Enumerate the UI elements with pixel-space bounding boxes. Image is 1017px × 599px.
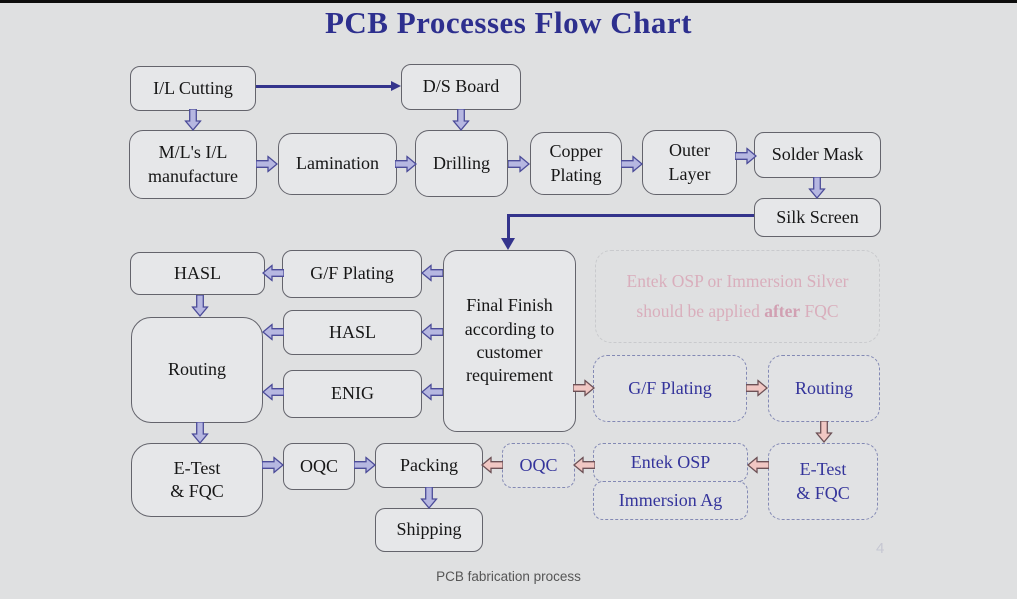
arrow-oqc-to-packing-icon	[354, 456, 376, 474]
arrow-ilcutting-to-ml-icon	[184, 109, 202, 131]
arrow-gfplating-to-hasl-icon	[262, 264, 284, 282]
connector-il-to-ds	[256, 85, 393, 88]
arrowhead-down-icon	[501, 238, 515, 250]
connector-silk-to-final-drop	[507, 214, 510, 238]
arrow-etestdashed-to-entek-icon	[747, 456, 769, 474]
node-final-finish: Final Finish according to customer requi…	[443, 250, 576, 432]
arrow-hasl-to-routing-icon	[191, 295, 209, 317]
node-entek-osp-dashed: Entek OSP	[593, 443, 748, 482]
node-routing-dashed: Routing	[768, 355, 880, 422]
node-packing: Packing	[375, 443, 483, 488]
node-hasl-top: HASL	[130, 252, 265, 295]
node-lamination: Lamination	[278, 133, 397, 195]
arrow-final-to-gfplating-icon	[421, 264, 443, 282]
arrow-soldermask-to-silkscreen-icon	[808, 177, 826, 199]
arrow-routing-to-etest-icon	[191, 422, 209, 444]
arrow-oqcdashed-to-packing-icon	[481, 456, 503, 474]
page-title: PCB Processes Flow Chart	[324, 5, 692, 40]
node-silk-screen: Silk Screen	[754, 198, 881, 237]
arrow-drilling-to-copper-icon	[508, 155, 530, 173]
node-oqc-dashed: OQC	[502, 443, 575, 488]
note-line2: should be applied after FQC	[636, 297, 838, 327]
arrow-dsboard-to-drilling-icon	[452, 109, 470, 131]
connector-silk-to-final	[507, 214, 754, 217]
arrow-copper-to-outer-icon	[621, 155, 643, 173]
arrow-final-to-enig-icon	[421, 383, 443, 401]
node-hasl-mid: HASL	[283, 310, 422, 355]
arrow-final-to-haslmid-icon	[421, 323, 443, 341]
node-gf-plating: G/F Plating	[282, 250, 422, 298]
node-solder-mask: Solder Mask	[754, 132, 881, 178]
page-number: 4	[876, 540, 885, 557]
node-ds-board: D/S Board	[401, 64, 521, 110]
arrow-final-to-gfdashed-icon	[573, 379, 595, 397]
node-etest-fqc: E-Test & FQC	[131, 443, 263, 517]
node-oqc: OQC	[283, 443, 355, 490]
top-border-bar	[0, 0, 1017, 3]
note-line1: Entek OSP or Immersion Silver	[626, 271, 849, 291]
node-gf-plating-dashed: G/F Plating	[593, 355, 747, 422]
node-immersion-ag-dashed: Immersion Ag	[593, 481, 748, 520]
note-line2-bold: after	[764, 300, 801, 321]
node-ml-manufacture: M/L's I/L manufacture	[129, 130, 257, 199]
node-enig: ENIG	[283, 370, 422, 418]
node-routing: Routing	[131, 317, 263, 423]
node-copper-plating: Copper Plating	[530, 132, 622, 195]
note-line2-pre: should be applied	[636, 300, 765, 321]
arrowhead-right-icon	[391, 81, 401, 91]
arrow-lamination-to-drilling-icon	[395, 155, 417, 173]
arrow-haslmid-to-routing-icon	[262, 323, 284, 341]
node-shipping: Shipping	[375, 508, 483, 552]
node-il-cutting: I/L Cutting	[130, 66, 256, 111]
note-entek-osp: Entek OSP or Immersion Silver should be …	[595, 250, 880, 343]
caption: PCB fabrication process	[436, 569, 581, 584]
arrow-ml-to-lamination-icon	[256, 155, 278, 173]
arrow-gfdashed-to-routingdashed-icon	[746, 379, 768, 397]
note-line2-post: FQC	[800, 300, 839, 321]
arrow-entek-to-oqcdashed-icon	[573, 456, 595, 474]
arrow-packing-to-shipping-icon	[420, 487, 438, 509]
node-outer-layer: Outer Layer	[642, 130, 737, 195]
arrow-routingdashed-to-etestdashed-icon	[815, 421, 833, 443]
node-etest-fqc-dashed: E-Test & FQC	[768, 443, 878, 520]
node-drilling: Drilling	[415, 130, 508, 197]
arrow-enig-to-routing-icon	[262, 383, 284, 401]
arrow-etest-to-oqc-icon	[262, 456, 284, 474]
arrow-outer-to-soldermask-icon	[735, 147, 757, 165]
